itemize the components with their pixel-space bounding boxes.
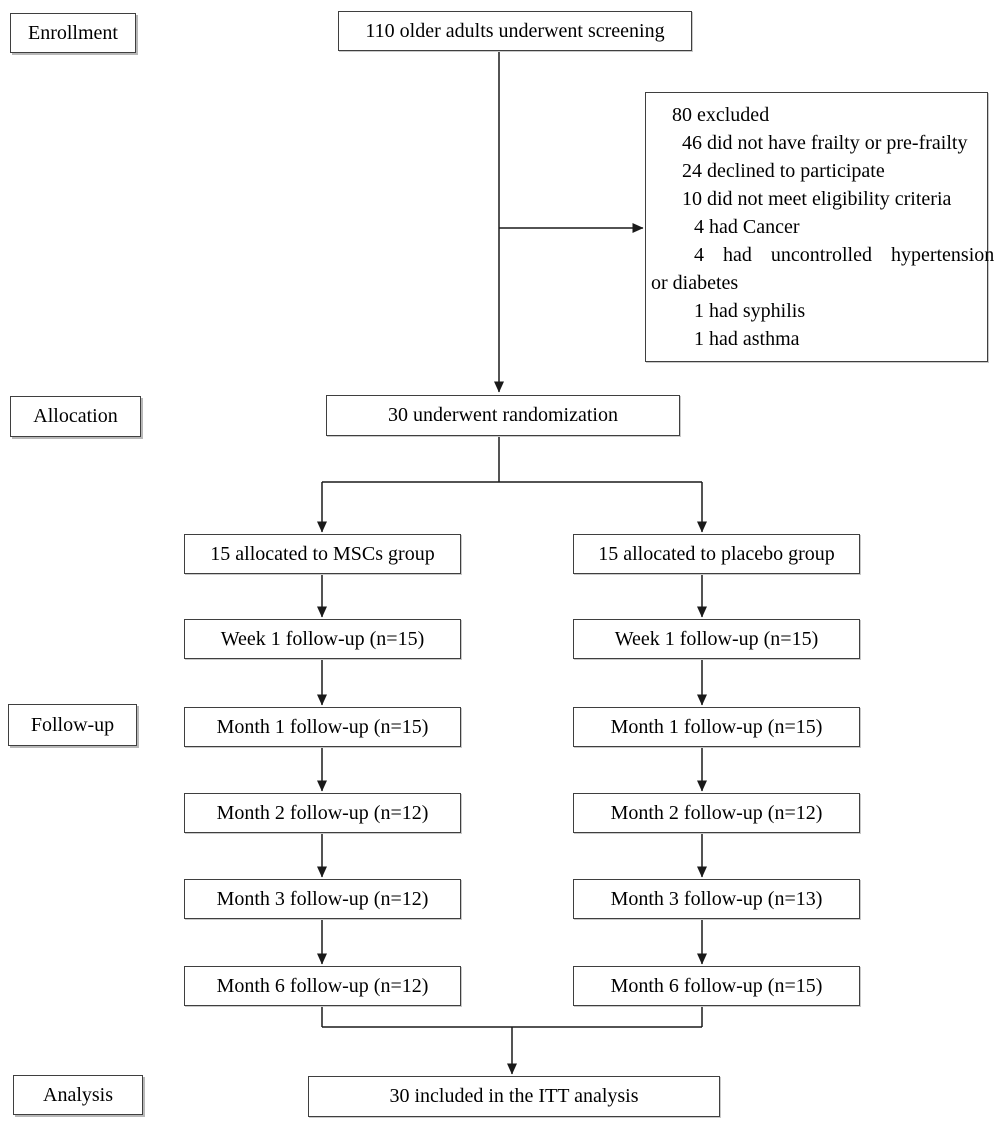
- exclusion-box: 80 excluded 46 did not have frailty or p…: [645, 92, 995, 362]
- placebo-week1-box: Week 1 follow-up (n=15): [573, 619, 860, 659]
- exclusion-line: or diabetes: [651, 272, 739, 294]
- stage-label-enrollment: Enrollment: [10, 13, 136, 53]
- exclusion-line: 4 had Cancer: [694, 216, 800, 238]
- msc-month1-box: Month 1 follow-up (n=15): [184, 707, 461, 747]
- exclusion-line: 46 did not have frailty or pre-frailty: [682, 132, 968, 154]
- exclusion-line: 80 excluded: [672, 104, 770, 126]
- stage-label-analysis: Analysis: [13, 1075, 143, 1115]
- placebo-month1-box: Month 1 follow-up (n=15): [573, 707, 860, 747]
- stage-label-allocation: Allocation: [10, 396, 141, 437]
- exclusion-line: 24 declined to participate: [682, 160, 885, 182]
- placebo-month3-box: Month 3 follow-up (n=13): [573, 879, 860, 919]
- placebo-month2-box: Month 2 follow-up (n=12): [573, 793, 860, 833]
- screening-box: 110 older adults underwent screening: [338, 11, 692, 51]
- exclusion-line: 4 had uncontrolled hypertension: [694, 244, 995, 266]
- placebo-allocated-box: 15 allocated to placebo group: [573, 534, 860, 574]
- msc-month2-box: Month 2 follow-up (n=12): [184, 793, 461, 833]
- randomization-box: 30 underwent randomization: [326, 395, 680, 436]
- msc-allocated-box: 15 allocated to MSCs group: [184, 534, 461, 574]
- msc-month6-box: Month 6 follow-up (n=12): [184, 966, 461, 1006]
- placebo-month6-box: Month 6 follow-up (n=15): [573, 966, 860, 1006]
- exclusion-line: 1 had syphilis: [694, 300, 806, 322]
- msc-week1-box: Week 1 follow-up (n=15): [184, 619, 461, 659]
- stage-label-followup: Follow-up: [8, 704, 137, 746]
- exclusion-line: 10 did not meet eligibility criteria: [682, 188, 952, 210]
- msc-month3-box: Month 3 follow-up (n=12): [184, 879, 461, 919]
- itt-analysis-box: 30 included in the ITT analysis: [308, 1076, 720, 1117]
- exclusion-line: 1 had asthma: [694, 328, 800, 350]
